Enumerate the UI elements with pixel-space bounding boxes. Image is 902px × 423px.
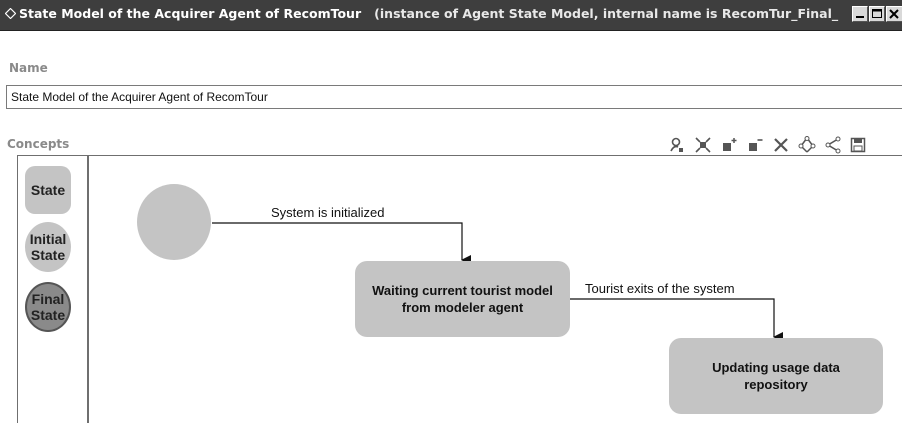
name-field[interactable]: State Model of the Acquirer Agent of Rec… bbox=[6, 85, 902, 109]
window-title-detail: (instance of Agent State Model, internal… bbox=[374, 6, 839, 21]
concepts-label: Concepts bbox=[7, 137, 70, 151]
palette-item-initial-state-label: Initial State bbox=[29, 231, 67, 263]
edge-initial-to-waiting bbox=[212, 222, 471, 265]
app-icon bbox=[5, 8, 16, 19]
zoom-out-icon[interactable] bbox=[746, 136, 764, 154]
palette-item-state[interactable]: State bbox=[25, 166, 71, 214]
palette-item-final-state-label: Final State bbox=[30, 291, 66, 323]
palette-item-initial-state[interactable]: Initial State bbox=[25, 222, 71, 272]
zoom-in-icon[interactable] bbox=[720, 136, 738, 154]
close-button[interactable] bbox=[886, 6, 902, 22]
state-node-updating[interactable]: Updating usage data repository bbox=[669, 338, 883, 414]
delete-icon[interactable] bbox=[772, 136, 790, 154]
select-person-icon[interactable] bbox=[668, 136, 686, 154]
fit-icon[interactable] bbox=[694, 136, 712, 154]
save-icon[interactable] bbox=[850, 136, 866, 154]
window-title-main: State Model of the Acquirer Agent of Rec… bbox=[19, 6, 362, 21]
initial-state-node[interactable] bbox=[137, 184, 211, 260]
edge-label-tourist-exits: Tourist exits of the system bbox=[585, 281, 735, 296]
edge-label-system-initialized: System is initialized bbox=[271, 205, 385, 220]
close-icon bbox=[889, 9, 899, 19]
maximize-icon bbox=[872, 9, 882, 18]
minimize-button[interactable] bbox=[852, 6, 868, 22]
share-icon[interactable] bbox=[824, 136, 842, 154]
maximize-button[interactable] bbox=[869, 6, 885, 22]
palette-item-final-state[interactable]: Final State bbox=[25, 282, 71, 332]
concepts-palette: State Initial State Final State bbox=[17, 155, 88, 423]
window-titlebar[interactable]: State Model of the Acquirer Agent of Rec… bbox=[0, 0, 902, 31]
diagram-canvas[interactable]: System is initialized Waiting current to… bbox=[88, 155, 902, 423]
name-label: Name bbox=[9, 61, 48, 75]
window-title: State Model of the Acquirer Agent of Rec… bbox=[19, 6, 839, 21]
minimize-icon bbox=[856, 16, 864, 18]
state-node-waiting-label: Waiting current tourist model from model… bbox=[372, 283, 553, 315]
layout-tree-icon[interactable] bbox=[798, 136, 816, 154]
state-node-updating-label: Updating usage data repository bbox=[712, 360, 840, 392]
edge-waiting-to-updating bbox=[570, 298, 783, 342]
palette-item-state-label: State bbox=[30, 182, 66, 198]
diagram-edges bbox=[212, 222, 783, 342]
state-node-waiting[interactable]: Waiting current tourist model from model… bbox=[355, 261, 570, 337]
